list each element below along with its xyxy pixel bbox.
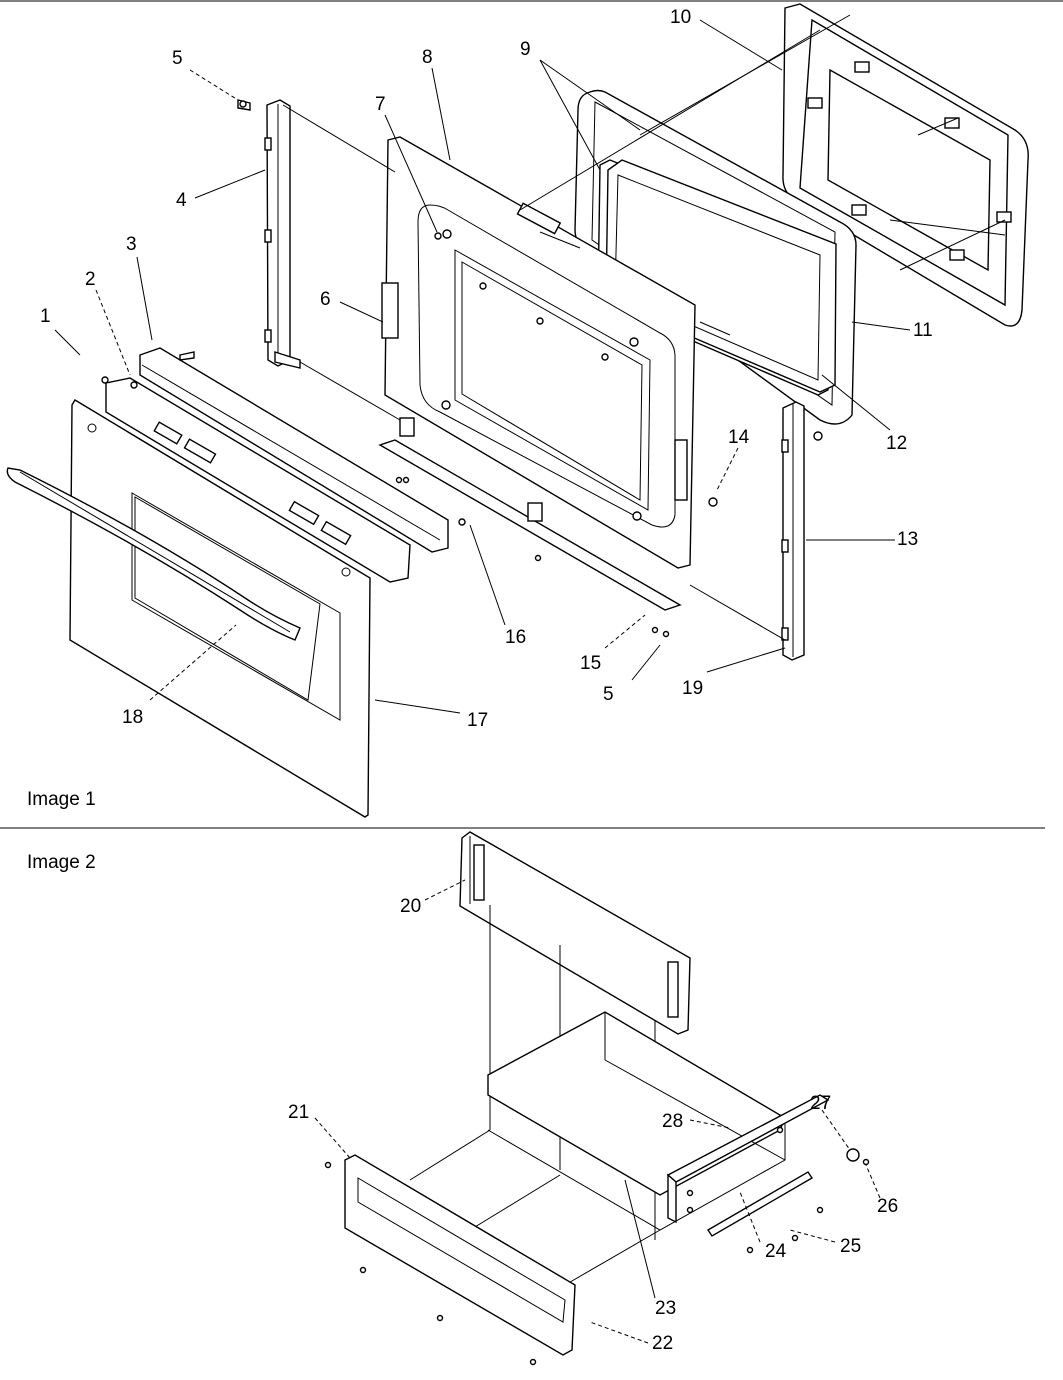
outer-door-panel [69, 399, 371, 818]
callout-25: 25 [840, 1236, 861, 1257]
callouts-image-2: 20 21 22 23 24 25 26 27 28 [288, 896, 898, 1354]
right-hinge-channel [781, 401, 805, 661]
callout-14: 14 [728, 427, 750, 448]
door-frame-outer [782, 3, 1029, 327]
oven-door-assembly: 1 2 3 4 5 6 7 8 9 10 11 12 13 14 15 16 1… [6, 3, 1029, 818]
drawer-back-panel [459, 831, 691, 1035]
callout-10: 10 [670, 7, 691, 28]
callout-5-top: 5 [172, 48, 183, 69]
drawer-front [344, 1154, 576, 1356]
callout-7: 7 [375, 94, 386, 115]
vent-bracket [105, 377, 411, 583]
callout-21: 21 [288, 1102, 309, 1123]
callout-19: 19 [682, 678, 703, 699]
callout-16: 16 [505, 627, 526, 648]
callout-23: 23 [655, 1298, 676, 1319]
top-vent-trim [139, 347, 449, 553]
callout-1: 1 [40, 306, 51, 327]
callout-26: 26 [877, 1196, 898, 1217]
callout-9: 9 [520, 39, 531, 60]
leader-lines [54, 19, 911, 714]
leader-lines-image-2 [314, 879, 881, 1344]
callout-3: 3 [126, 234, 137, 255]
assembly-lines [282, 14, 1006, 641]
bottom-strip [378, 417, 682, 611]
callout-8: 8 [422, 47, 433, 68]
callout-12: 12 [886, 433, 907, 454]
callout-11: 11 [913, 320, 933, 341]
callout-24: 24 [765, 1241, 787, 1262]
callout-18: 18 [122, 707, 143, 728]
callout-2: 2 [85, 269, 96, 290]
callout-17: 17 [467, 710, 488, 731]
callout-4: 4 [176, 190, 187, 211]
callout-5-bottom: 5 [603, 684, 614, 705]
callout-6: 6 [320, 289, 331, 310]
callout-28: 28 [662, 1111, 683, 1132]
inner-door-panel [381, 136, 696, 569]
caption-image-2: Image 2 [27, 852, 96, 873]
callout-27: 27 [810, 1093, 831, 1114]
left-hinge-channel [264, 99, 301, 369]
callouts-image-1: 1 2 3 4 5 6 7 8 9 10 11 12 13 14 15 16 1… [40, 7, 933, 731]
fasteners [101, 99, 823, 638]
callout-15: 15 [580, 653, 601, 674]
door-handle [6, 467, 301, 641]
drawer-side [324, 1094, 870, 1366]
drawer-stop-27 [846, 1148, 860, 1162]
callout-20: 20 [400, 896, 421, 917]
drawer-assembly: Image 2 [27, 831, 898, 1366]
callout-13: 13 [897, 529, 918, 550]
caption-image-1: Image 1 [27, 789, 96, 810]
callout-22: 22 [652, 1333, 673, 1354]
